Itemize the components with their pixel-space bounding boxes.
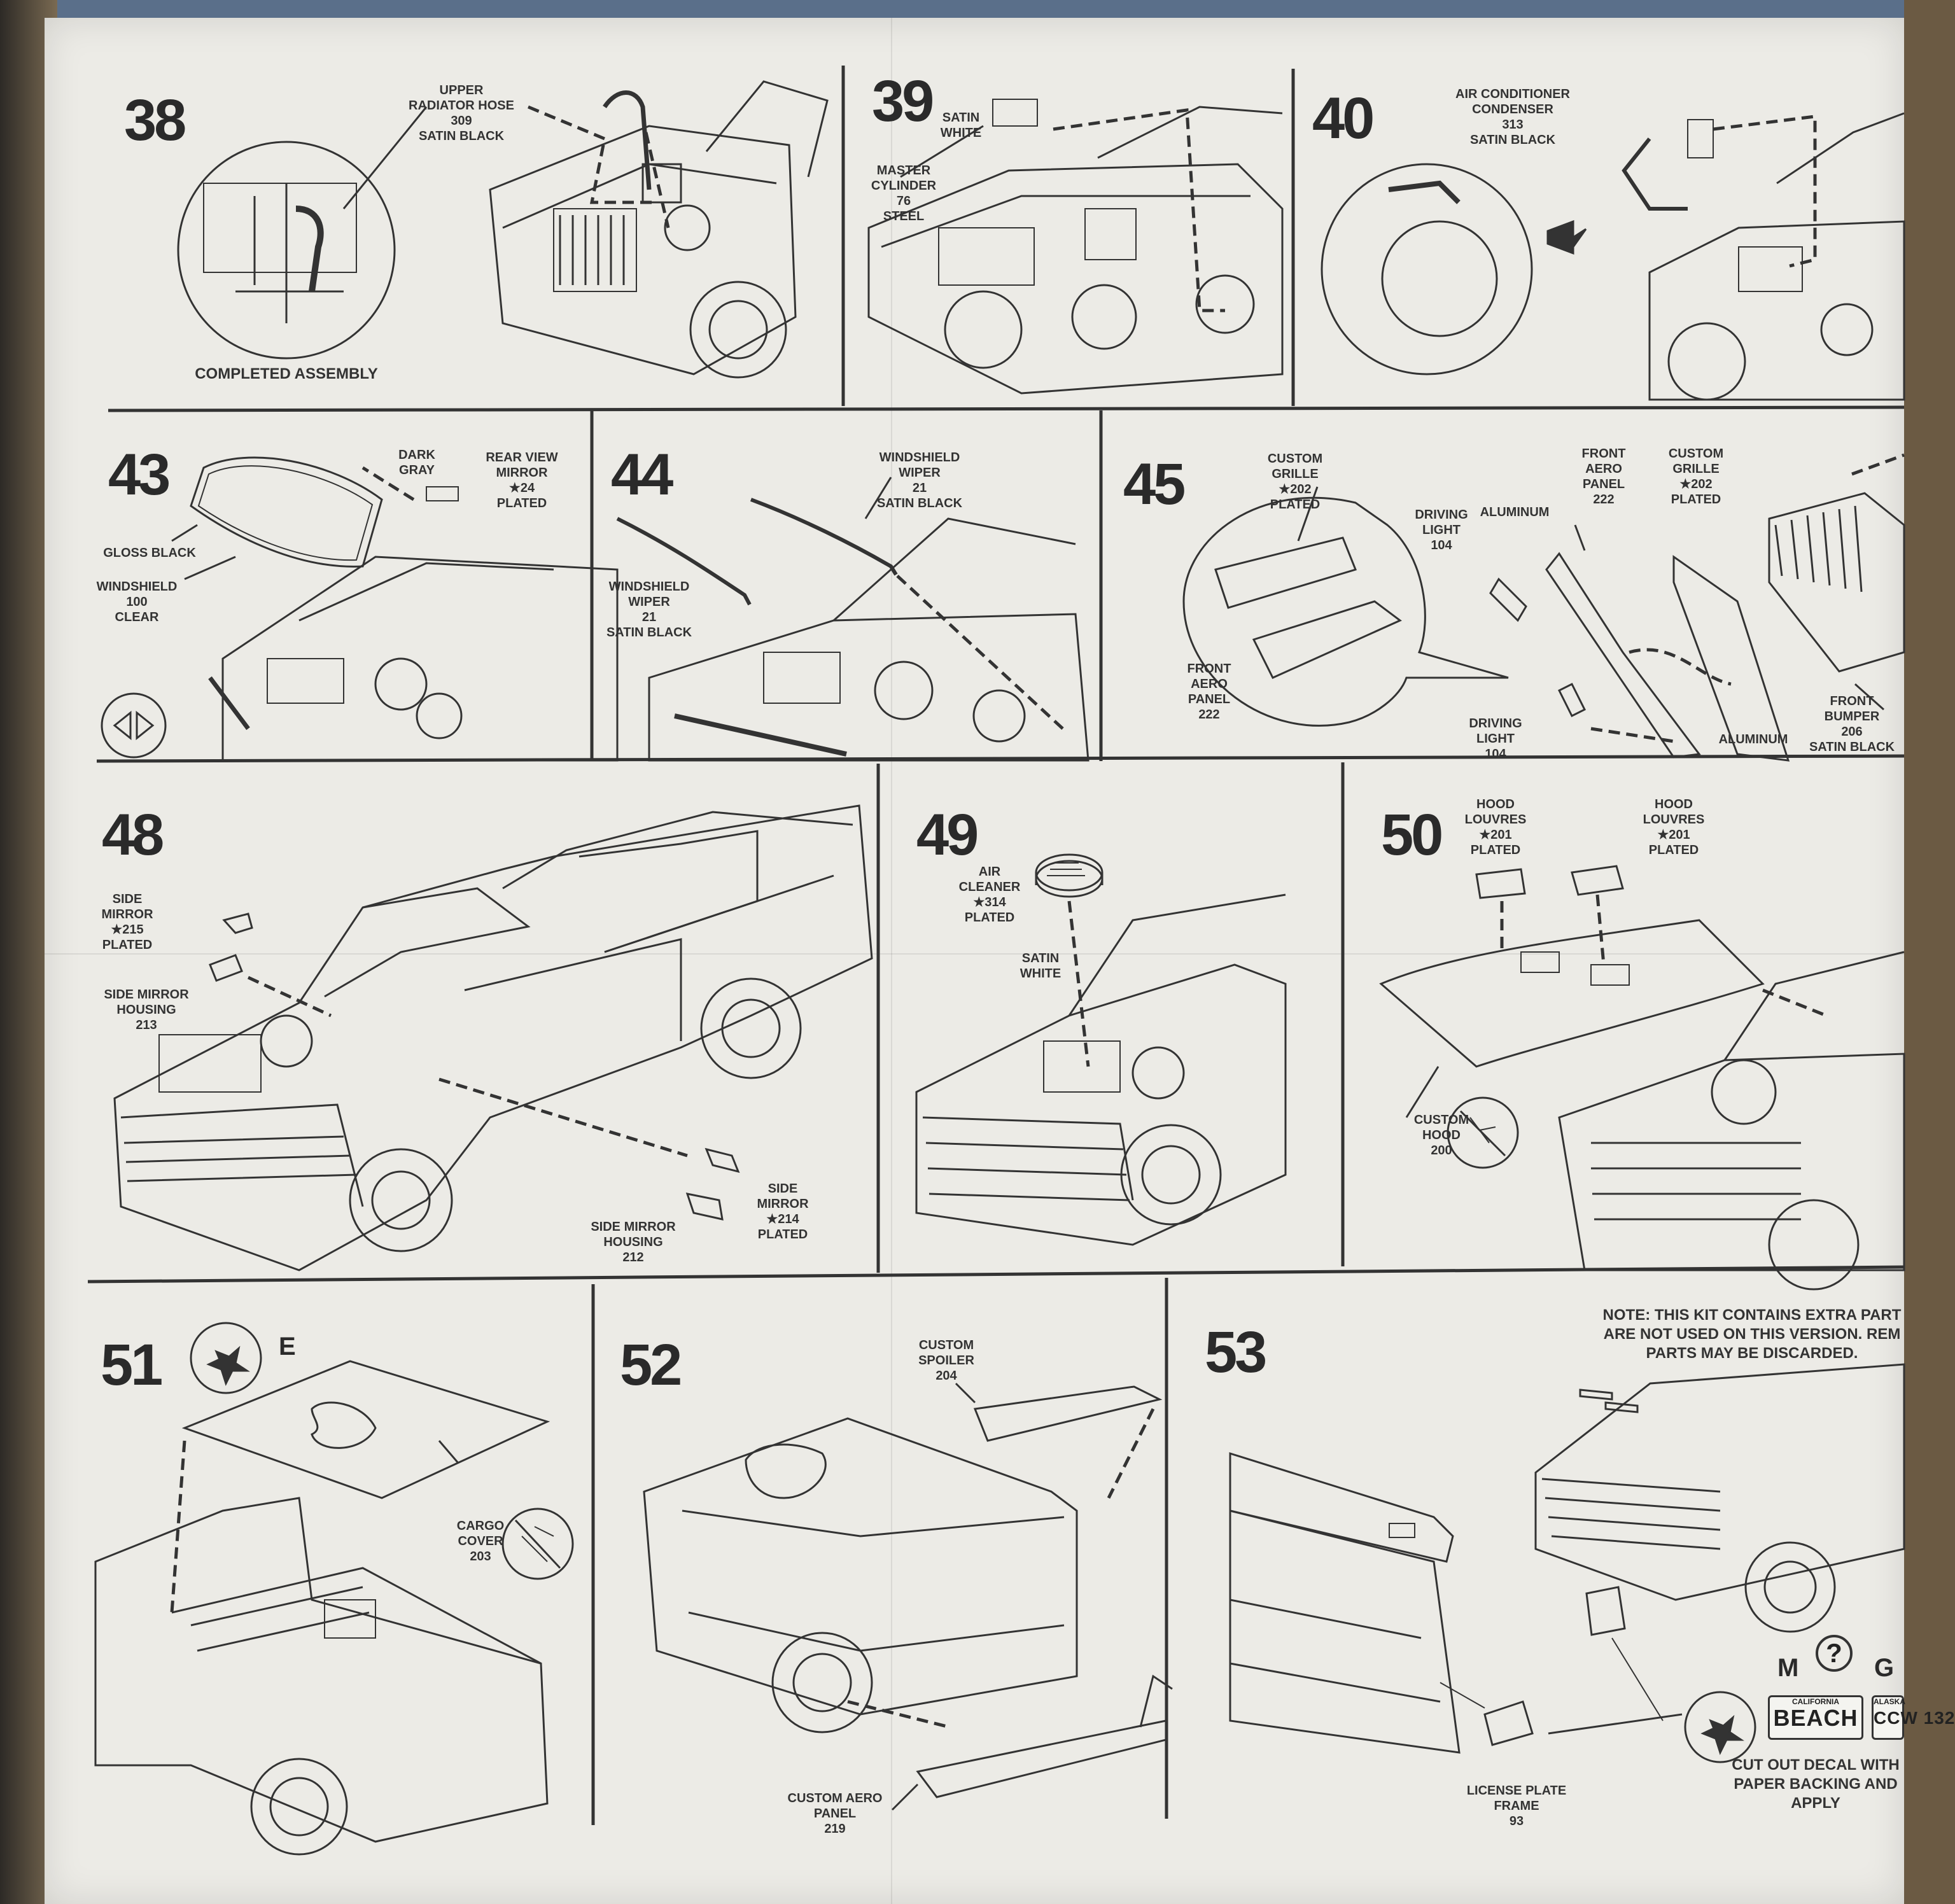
plate-text: CCW 132	[1874, 1708, 1955, 1728]
label-custom-grille-b: CUSTOM GRILLE ★202 PLATED	[1668, 447, 1724, 507]
license-plate-decal-alaska: ALASKA CCW 132	[1872, 1695, 1955, 1740]
decal-icon	[1684, 1691, 1756, 1763]
step-43: 43 DARK GRAY REAR VIEW MIRROR ★24 PLATED…	[45, 410, 619, 762]
step-number: 40	[1312, 86, 1375, 151]
step-number: 52	[620, 1333, 682, 1397]
step-number: 51	[101, 1333, 163, 1397]
label-aluminum-b: ALUMINUM	[1718, 732, 1788, 746]
label-hood-louvres-a: HOOD LOUVRES ★201 PLATED	[1464, 797, 1527, 857]
label-upper-radiator-hose: UPPER RADIATOR HOSE 309 SATIN BLACK	[409, 83, 514, 143]
step-51-illustration	[94, 1322, 574, 1856]
step-number: 53	[1205, 1320, 1267, 1385]
label-custom-aero-panel: CUSTOM AERO PANEL 219	[787, 1791, 883, 1836]
step-51: 51 E CARGO COVER 203	[45, 1282, 593, 1904]
step-number: 48	[102, 802, 164, 867]
label-license-plate-frame: LICENSE PLATE FRAME 93	[1466, 1784, 1567, 1828]
question-icon: ?	[1816, 1635, 1853, 1672]
fold-line-vertical	[891, 18, 892, 1904]
step-40: 40 AIR CONDITIONER CONDENSER 313 SATIN B…	[1293, 18, 1905, 410]
step-45-illustration	[1182, 453, 1905, 762]
step-49: 49 AIR CLEANER ★314 PLATED SATIN WHITE	[878, 761, 1343, 1282]
step-number: 45	[1123, 452, 1186, 517]
step-51-letter: E	[279, 1333, 296, 1361]
step-43-illustration	[101, 456, 619, 762]
label-satin-white: SATIN WHITE	[940, 111, 982, 140]
label-side-mirror-housing-212: SIDE MIRROR HOUSING 212	[591, 1220, 676, 1264]
step-40-illustration	[1321, 112, 1905, 401]
license-plate-decal-beach: CALIFORNIA BEACH	[1768, 1695, 1863, 1740]
step-53-illustration	[1229, 1363, 1905, 1763]
label-gloss-black: GLOSS BLACK	[103, 546, 196, 560]
step-52: 52 CUSTOM SPOILER 204 CUSTOM AERO PANEL …	[593, 1282, 1173, 1904]
decal-letter-g: G	[1874, 1654, 1895, 1682]
label-satin-white: SATIN WHITE	[1020, 951, 1062, 981]
label-cargo-cover: CARGO COVER 203	[456, 1519, 505, 1564]
label-driving-light-b: DRIVING LIGHT 104	[1469, 717, 1522, 761]
label-front-aero-panel-a: FRONT AERO PANEL 222	[1187, 662, 1231, 722]
instruction-sheet: 38 UPPER RADIATOR HOSE 309 SATIN BLACK C…	[45, 18, 1955, 1904]
label-hood-louvres-b: HOOD LOUVRES ★201 PLATED	[1643, 797, 1705, 857]
step-number: 43	[108, 442, 171, 507]
plate-state: ALASKA	[1874, 1697, 1905, 1706]
label-side-mirror-214: SIDE MIRROR ★214 PLATED	[757, 1182, 809, 1242]
label-custom-grille-a: CUSTOM GRILLE ★202 PLATED	[1267, 452, 1323, 512]
step-44: 44 WINDSHIELD WIPER 21 SATIN BLACK WINDS…	[592, 410, 1101, 762]
step-50-illustration	[1379, 865, 1905, 1291]
step-52-illustration	[643, 1382, 1173, 1811]
label-side-mirror-215: SIDE MIRROR ★215 PLATED	[101, 892, 153, 952]
label-air-cleaner: AIR CLEANER ★314 PLATED	[958, 865, 1021, 925]
step-45: 45 CUSTOM GRILLE ★202 PLATED FRONT AERO …	[1101, 410, 1905, 762]
label-air-conditioner-condenser: AIR CONDITIONER CONDENSER 313 SATIN BLAC…	[1455, 87, 1570, 147]
step-39-illustration	[867, 99, 1284, 395]
label-windshield: WINDSHIELD 100 CLEAR	[96, 580, 178, 624]
step-38: 38 UPPER RADIATOR HOSE 309 SATIN BLACK C…	[45, 18, 843, 410]
step-number: 44	[611, 442, 673, 507]
label-aluminum-a: ALUMINUM	[1480, 505, 1550, 519]
step-48-illustration	[113, 804, 873, 1271]
label-dark-gray: DARK GRAY	[398, 448, 435, 477]
step-number: 50	[1381, 802, 1443, 867]
step-number: 49	[916, 802, 979, 867]
plate-state: CALIFORNIA	[1792, 1697, 1839, 1706]
label-completed-assembly: COMPLETED ASSEMBLY	[195, 365, 378, 382]
label-rear-view-mirror: REAR VIEW MIRROR ★24 PLATED	[486, 451, 558, 510]
label-master-cylinder: MASTER CYLINDER 76 STEEL	[871, 164, 937, 223]
label-windshield-wiper-left: WINDSHIELD WIPER 21 SATIN BLACK	[606, 580, 692, 640]
label-driving-light-a: DRIVING LIGHT 104	[1415, 508, 1468, 552]
label-windshield-wiper-top: WINDSHIELD WIPER 21 SATIN BLACK	[876, 451, 963, 510]
step-number: 39	[872, 69, 934, 134]
fold-line-horizontal	[45, 953, 1904, 955]
step-50: 50 HOOD LOUVRES ★201 PLATED HOOD LOUVRES…	[1343, 761, 1905, 1291]
step-39: 39 SATIN WHITE MASTER CYLINDER 76 STEEL	[843, 18, 1293, 410]
label-front-bumper: FRONT BUMPER 206 SATIN BLACK	[1809, 694, 1895, 754]
step-38-illustration	[177, 80, 829, 379]
step-number: 38	[124, 88, 186, 153]
decal-letter-m: M	[1777, 1654, 1799, 1682]
step-44-illustration	[616, 477, 1090, 762]
plate-text: BEACH	[1773, 1705, 1858, 1731]
label-cut-out-decal: CUT OUT DECAL WITH PAPER BACKING AND APP…	[1732, 1756, 1900, 1812]
decal-icon	[190, 1322, 262, 1394]
label-front-aero-panel-b: FRONT AERO PANEL 222	[1581, 447, 1626, 507]
step-48: 48 SIDE MIRROR ★215 PLATED SIDE MIRROR H…	[45, 761, 878, 1282]
step-53: 53 NOTE: THIS KIT CONTAINS EXTRA PART AR…	[1167, 1282, 1955, 1904]
note-extra-parts: NOTE: THIS KIT CONTAINS EXTRA PART ARE N…	[1602, 1306, 1902, 1362]
label-custom-hood: CUSTOM HOOD 200	[1413, 1113, 1469, 1158]
step-49-illustration	[915, 853, 1287, 1246]
label-custom-spoiler: CUSTOM SPOILER 204	[918, 1338, 974, 1383]
label-side-mirror-housing-213: SIDE MIRROR HOUSING 213	[104, 988, 189, 1032]
